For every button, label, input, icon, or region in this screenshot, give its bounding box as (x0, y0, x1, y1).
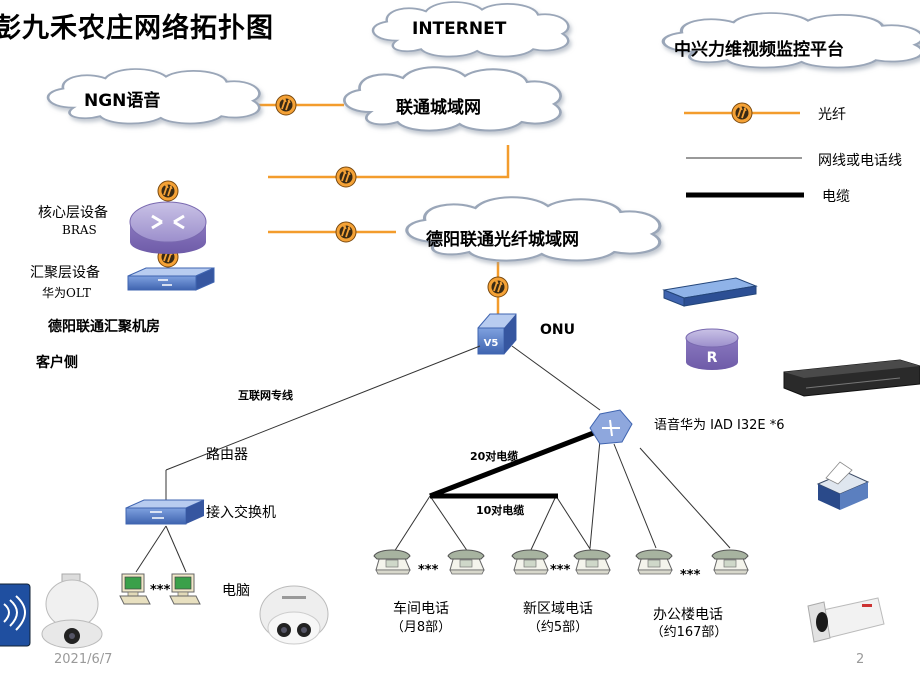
phone-group-name: 车间电话 (393, 601, 449, 617)
phone-ellipsis: *** (550, 563, 571, 578)
phone-icon (447, 549, 485, 575)
phone-group-count: （约5部） (527, 620, 589, 635)
page-title: 彭九禾农庄网络拓扑图 (0, 13, 274, 44)
svg-text:V5: V5 (484, 338, 499, 349)
cable20-label: 20对电缆 (470, 450, 519, 463)
router-r-icon: R (685, 328, 739, 370)
olt-switch-icon (127, 267, 215, 291)
onu-icon: V5 (477, 313, 517, 355)
phone-icon (511, 549, 549, 575)
cloud-label-ngn: NGN语音 (84, 91, 161, 111)
access-switch-icon (125, 499, 205, 525)
phone-ellipsis: *** (680, 568, 701, 583)
computer-icon (169, 573, 201, 605)
phone-icon (573, 549, 611, 575)
agg-device-sub: 华为OLT (42, 286, 91, 300)
fiber-icon (157, 180, 179, 202)
cable10-label: 10对电缆 (476, 504, 525, 517)
legend (684, 102, 804, 198)
phone-group-name: 办公楼电话 (653, 607, 723, 623)
phone-group-count: （月8部） (390, 620, 452, 635)
ptz-camera-icon (41, 573, 103, 649)
cloud-label-internet: INTERNET (412, 19, 507, 39)
iad-label: 语音华为 IAD I32E *6 (654, 418, 785, 433)
iad-gateway-icon (589, 409, 633, 445)
phone-ellipsis: *** (418, 563, 439, 578)
bullet-camera-icon (807, 597, 885, 643)
core-router-icon (129, 201, 207, 254)
machine-room-label: 德阳联通汇聚机房 (48, 319, 160, 335)
legend-fiber-label: 光纤 (818, 107, 846, 123)
phone-group-count: （约167部） (650, 625, 728, 640)
onu-label: ONU (540, 322, 575, 338)
computer-ellipsis: *** (150, 583, 171, 598)
fiber-icon (335, 166, 357, 188)
computer-icon (119, 573, 151, 605)
lan-lines (135, 345, 731, 573)
scanner-device-icon (816, 461, 870, 510)
phone-icon (635, 549, 673, 575)
wifi-device-icon (0, 583, 31, 647)
agg-device-label: 汇聚层设备 (30, 265, 100, 281)
fiber-icon (487, 276, 509, 298)
footer-date: 2021/6/7 (54, 652, 113, 667)
trunk-cables (429, 429, 597, 499)
fiber-metro-core (268, 145, 510, 179)
phone-icon (373, 549, 411, 575)
access-switch-label: 接入交换机 (206, 505, 276, 521)
legend-cable-phone-label: 网线或电话线 (818, 153, 902, 169)
fiber-icon (275, 94, 297, 116)
computer-label: 电脑 (222, 583, 250, 599)
nvr-recorder-icon (783, 359, 920, 397)
cloud-label-zte-platform: 中兴力维视频监控平台 (674, 40, 844, 60)
cloud-label-unicom-metro: 联通城域网 (396, 98, 481, 118)
core-device-label: 核心层设备 (38, 205, 108, 221)
internet-line-label: 互联网专线 (238, 389, 293, 402)
customer-side-label: 客户侧 (36, 355, 78, 371)
legend-trunk-cable-label: 电缆 (822, 189, 850, 205)
cloud-label-deyang-fiber: 德阳联通光纤城域网 (426, 230, 579, 250)
core-device-sub: BRAS (62, 223, 97, 237)
phone-icon (711, 549, 749, 575)
fiber-icon (335, 221, 357, 243)
svg-text:R: R (707, 350, 718, 366)
phone-group-name: 新区域电话 (523, 601, 593, 617)
rack-server-icon (662, 277, 758, 307)
dome-camera-icon (259, 585, 329, 645)
page-number: 2 (856, 652, 865, 667)
router-label: 路由器 (206, 447, 248, 463)
fiber-icon (731, 102, 753, 124)
